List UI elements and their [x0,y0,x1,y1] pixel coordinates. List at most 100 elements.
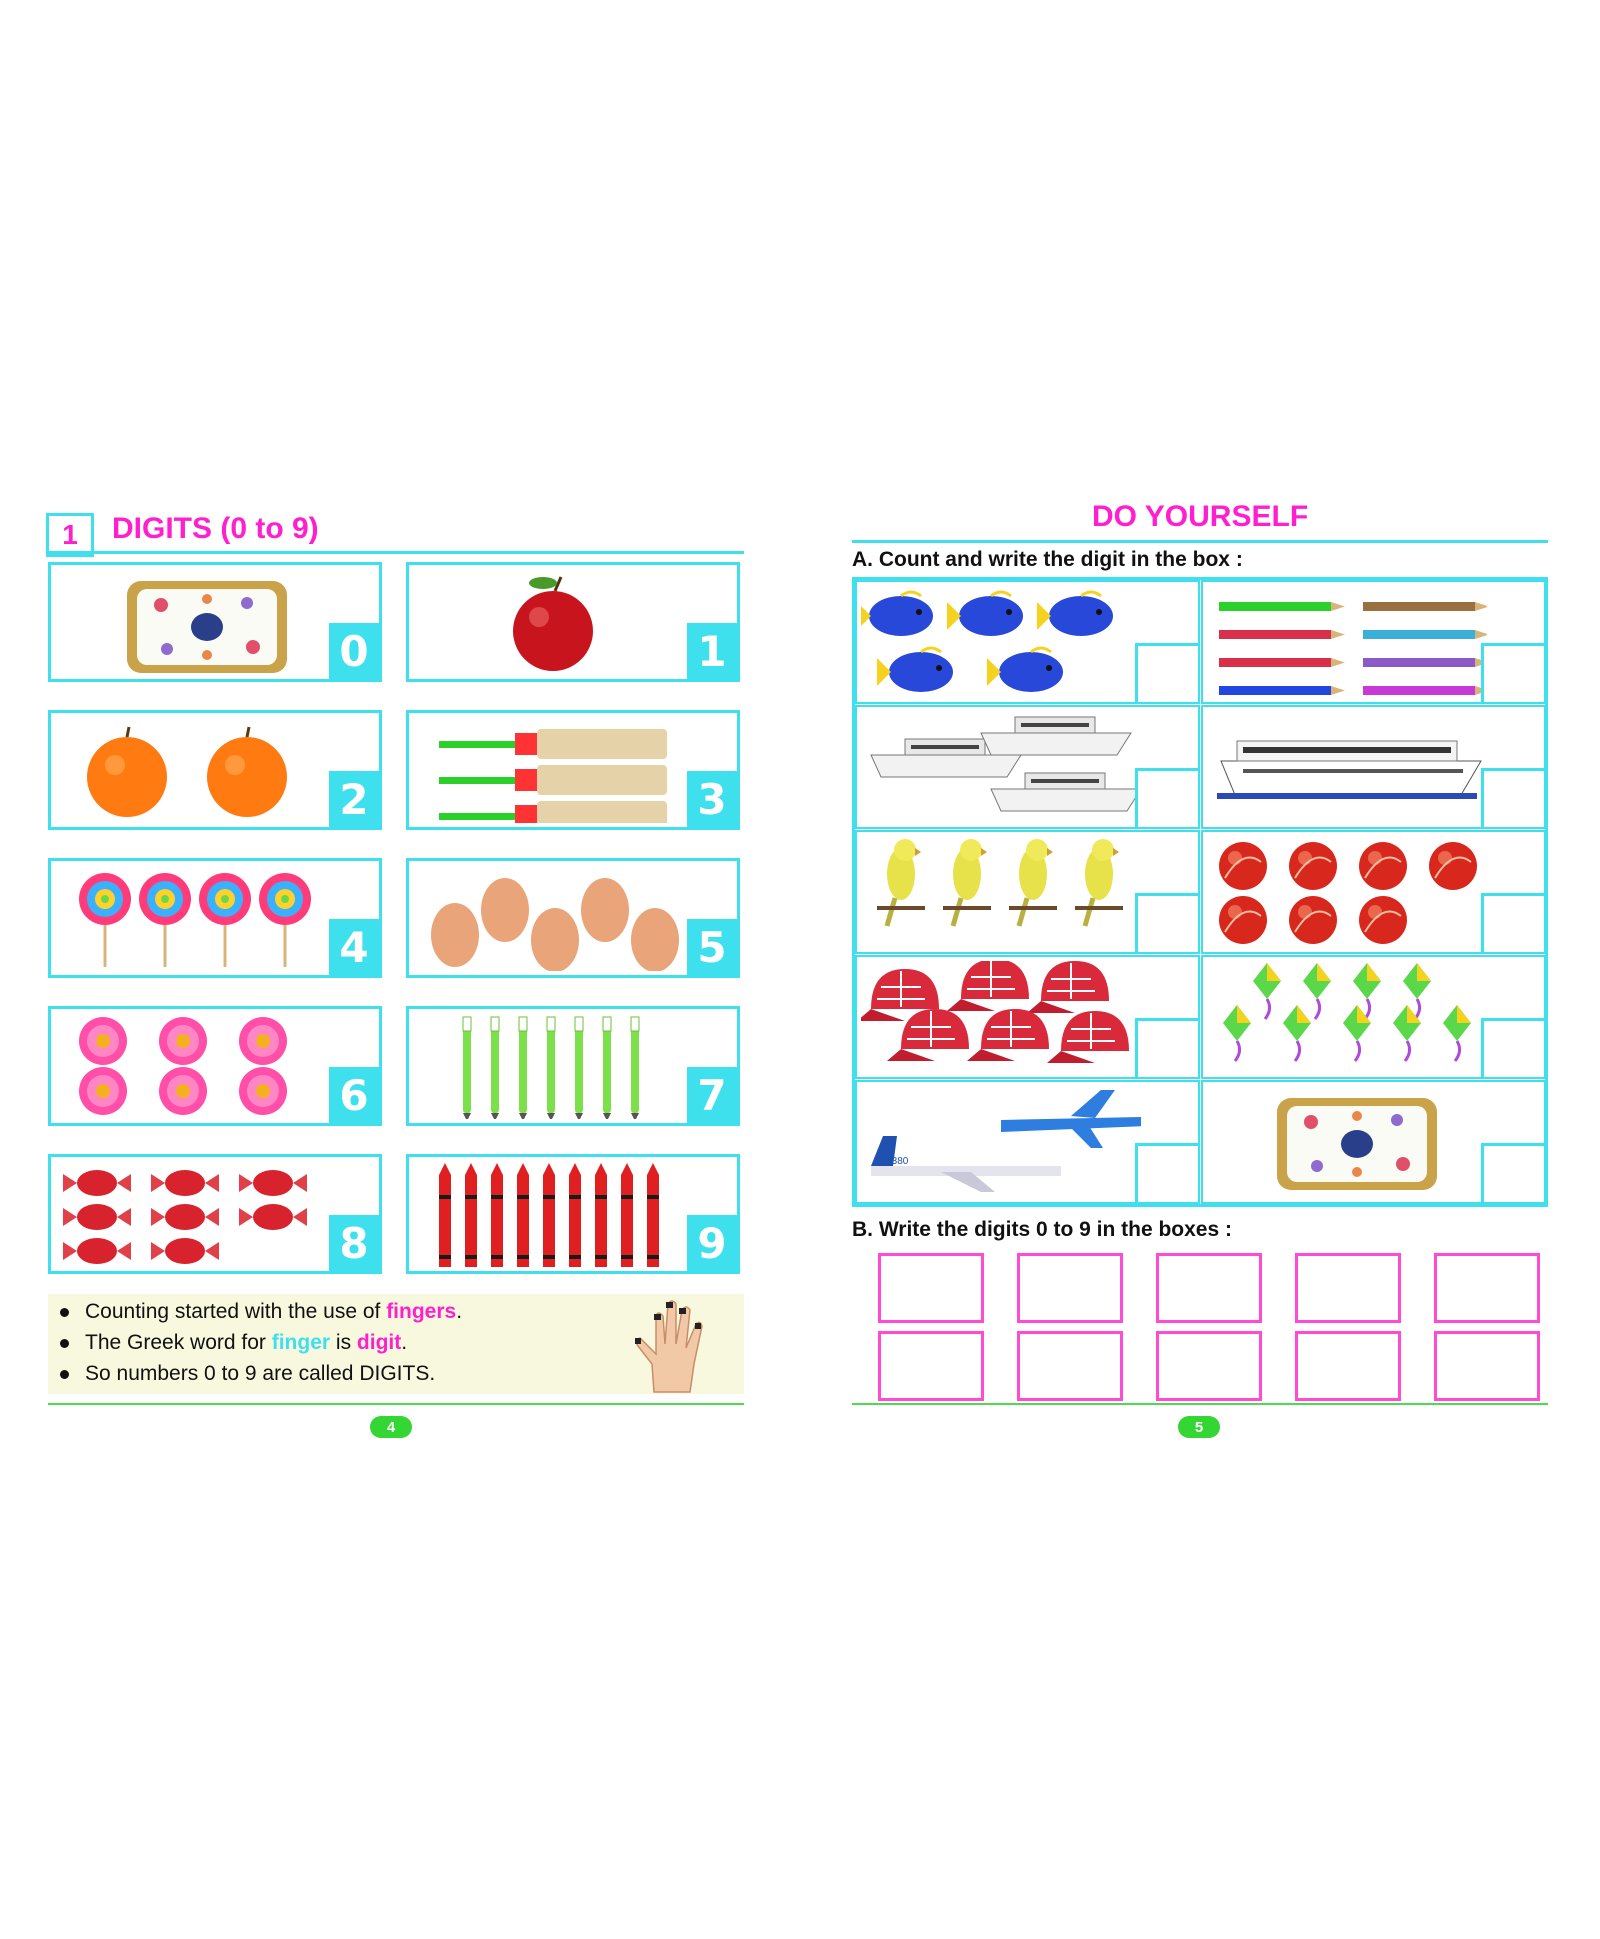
digit-write-box[interactable] [878,1253,984,1323]
plane-label: A380 [885,1156,909,1167]
count-cell [855,830,1200,954]
egg-art [431,878,679,971]
digit-write-box[interactable] [1156,1253,1262,1323]
egg-icon [481,878,529,942]
pencil-icon [1363,602,1487,611]
pencil-icon [1363,630,1487,639]
digit-write-box[interactable] [878,1331,984,1401]
cap-icon [1047,1011,1129,1063]
pencil-icon [1363,686,1487,695]
cricket-bat-art [439,729,667,823]
orange-icon [207,726,287,817]
title-divider-right [852,540,1548,543]
bullet [60,1338,69,1348]
flower-icon [159,1067,207,1115]
candy-icon [63,1204,131,1230]
crayon-icon [543,1163,555,1267]
note-line-3: So numbers 0 to 9 are called DIGITS. [60,1362,435,1386]
flower-icon [239,1017,287,1065]
answer-box[interactable] [1481,893,1544,952]
count-cell [1201,580,1546,704]
pen-icon [602,1016,612,1119]
section-title: DO YOURSELF [1092,500,1309,533]
candy-icon [239,1204,307,1230]
crayon-icon [465,1163,477,1267]
cap-icon [887,1009,969,1061]
digit-card: 9 [406,1154,740,1274]
digit-write-box[interactable] [1295,1331,1401,1401]
cap-icon [861,969,939,1021]
fish-icon [987,646,1063,692]
answer-box[interactable] [1135,1018,1198,1077]
bullet [60,1307,69,1317]
ball-icon [1219,896,1267,944]
digit-card: 8 [48,1154,382,1274]
answer-box[interactable] [1135,768,1198,827]
cruise-ship-icon [1217,740,1482,799]
digit-card: 4 [48,858,382,978]
lollipop-art [79,873,311,967]
candy-icon [151,1204,219,1230]
section-a-heading: A. Count and write the digit in the box … [852,548,1243,571]
title-divider [48,551,744,554]
pen-icon [518,1016,528,1119]
kite-icon [1283,1005,1311,1062]
digit-write-box[interactable] [1017,1253,1123,1323]
digit-card: 2 [48,710,382,830]
answer-box[interactable] [1481,1018,1544,1077]
kite-icon [1353,963,1381,1020]
lollipop-icon [139,873,191,967]
page-number-right: 5 [1178,1416,1220,1438]
crayon-icon [595,1163,607,1267]
count-cell [1201,705,1546,829]
parrot-icon [943,839,991,927]
ball-icon [1289,842,1337,890]
kite-icon [1443,1005,1471,1062]
digit-write-box[interactable] [1017,1331,1123,1401]
digit-write-box[interactable] [1156,1331,1262,1401]
orange-art [87,726,287,817]
count-cell [855,955,1200,1079]
answer-box[interactable] [1481,643,1544,702]
cricket-bat-icon [439,801,667,823]
note-line-1: Counting started with the use of fingers… [60,1300,462,1324]
pencil-icon [1219,630,1345,639]
fish-icon [947,590,1023,636]
fish-group [861,590,1113,692]
digit-write-box[interactable] [1434,1253,1540,1323]
cap-icon [967,1009,1049,1061]
apple-art [513,576,593,671]
digit-label: 5 [687,919,737,975]
apple-icon [513,576,593,671]
section-b-heading: B. Write the digits 0 to 9 in the boxes … [852,1218,1232,1241]
flower-icon [159,1017,207,1065]
answer-box[interactable] [1135,893,1198,952]
lollipop-icon [79,873,131,967]
crayon-icon [517,1163,529,1267]
answer-box[interactable] [1135,1143,1198,1202]
answer-box[interactable] [1481,768,1544,827]
yacht-icon [980,716,1132,756]
tray-icon [1277,1098,1437,1190]
egg-icon [631,908,679,971]
digit-write-box[interactable] [1295,1253,1401,1323]
digit-card: 5 [406,858,740,978]
cricket-bat-icon [439,729,667,759]
digit-card: 1 [406,562,740,682]
digit-card: 0 [48,562,382,682]
pen-icon [574,1016,584,1119]
crayon-art [439,1163,659,1267]
candy-icon [151,1170,219,1196]
crayon-icon [647,1163,659,1267]
kite-icon [1303,963,1331,1020]
count-cell [1201,830,1546,954]
answer-box[interactable] [1481,1143,1544,1202]
cap-group [861,961,1129,1063]
count-cell: A380 [855,1080,1200,1204]
digit-card: 3 [406,710,740,830]
crayon-icon [621,1163,633,1267]
digit-write-box[interactable] [1434,1331,1540,1401]
ball-group [1219,842,1477,944]
answer-box[interactable] [1135,643,1198,702]
kite-icon [1223,1005,1251,1062]
